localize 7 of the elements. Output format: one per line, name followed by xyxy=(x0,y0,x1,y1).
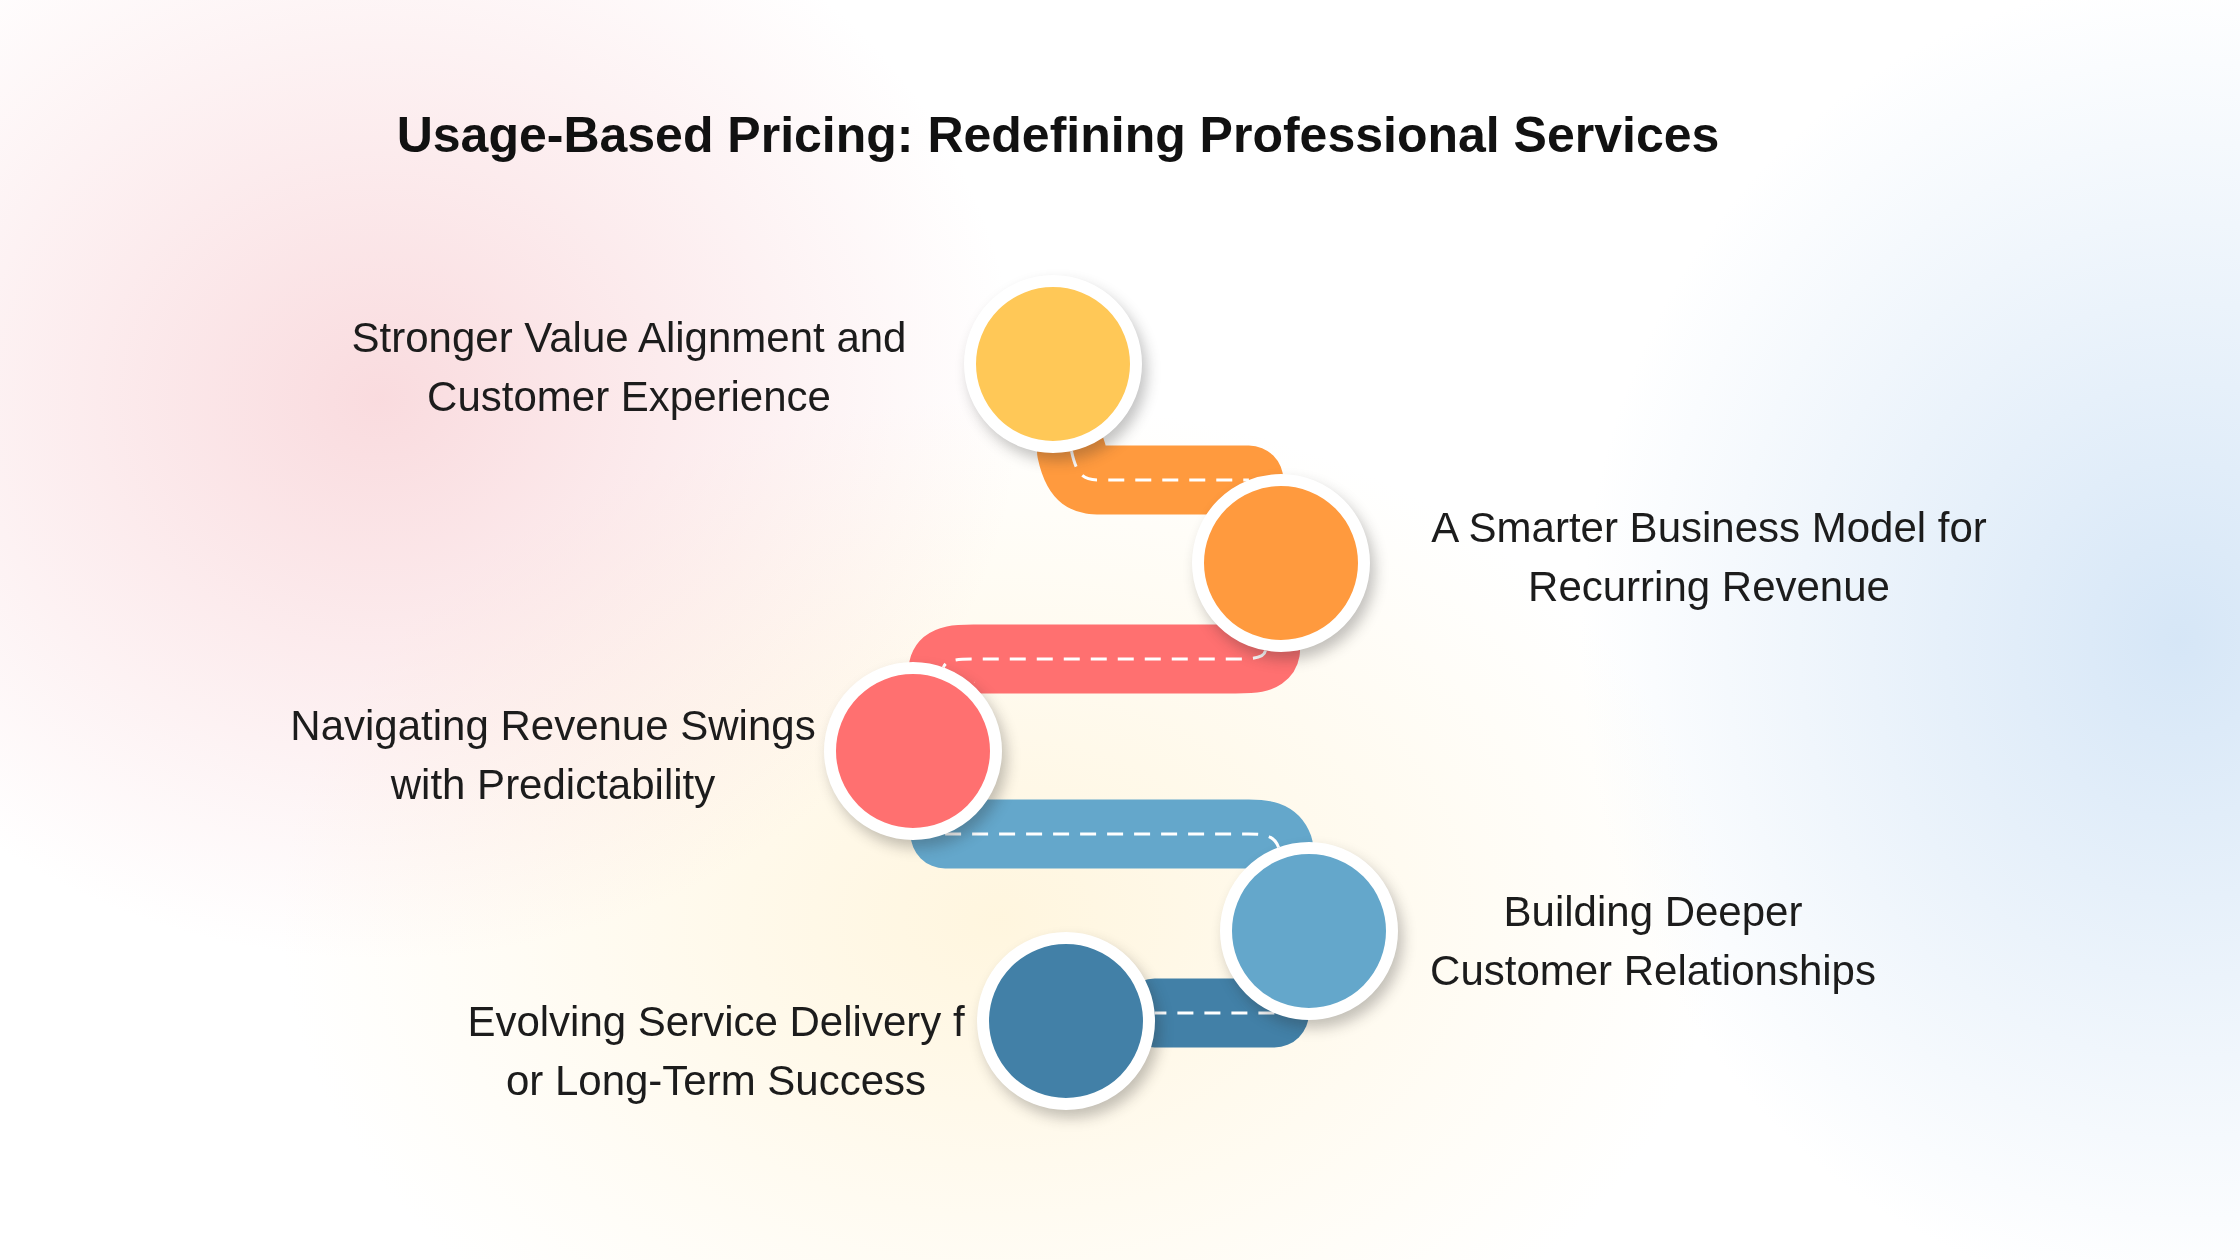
step-caption: Stronger Value Alignment and Customer Experience xyxy=(350,313,908,422)
step-caption: Evolving Service Delivery f or Long-Term Success xyxy=(466,997,966,1106)
step-circle xyxy=(824,662,1002,840)
diagram-title: Usage-Based Pricing: Redefining Professional Services xyxy=(396,106,1720,165)
step-caption: Navigating Revenue Swings with Predictability xyxy=(289,701,817,810)
step-caption: A Smarter Business Model for Recurring Revenue xyxy=(1430,503,1988,612)
step-caption: Building Deeper Customer Relationships xyxy=(1429,887,1877,996)
